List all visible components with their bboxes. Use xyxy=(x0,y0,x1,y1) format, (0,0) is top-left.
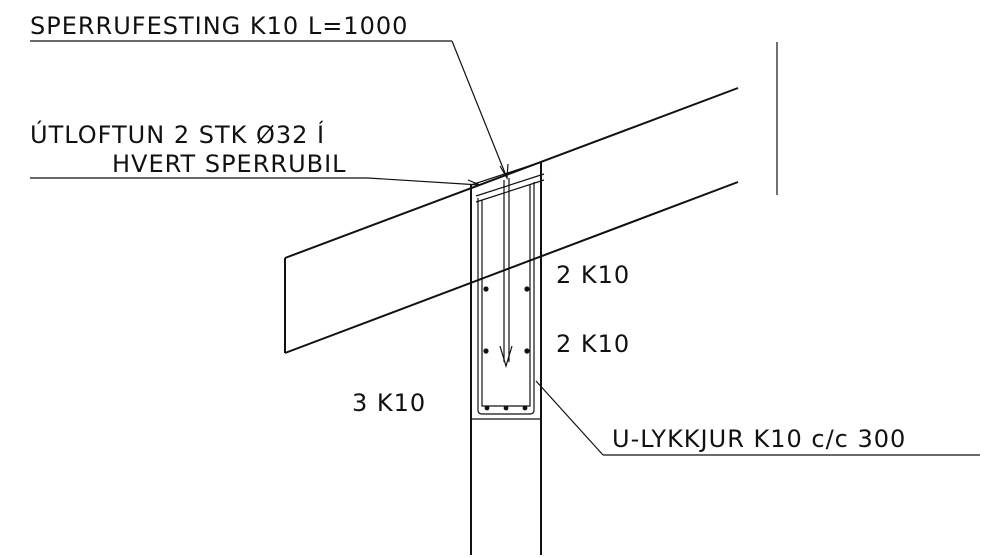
top-bars-label: 2 K10 xyxy=(556,261,630,289)
rebar-bottom-3 xyxy=(522,405,528,411)
leader-lines xyxy=(30,40,980,456)
stirrup-top-bar xyxy=(475,173,545,197)
rebar-mid-right xyxy=(524,348,530,354)
stirrup-top-bar-2 xyxy=(475,179,545,203)
rebar-dots xyxy=(483,286,530,411)
sperrufesting-arrow xyxy=(499,163,509,180)
utloftun-arrow xyxy=(467,179,482,190)
anchor-bar-hook xyxy=(499,345,513,369)
anchor-bar xyxy=(499,178,513,369)
stirrup-inner xyxy=(481,184,531,407)
rebar-bottom-1 xyxy=(484,405,490,411)
rafter xyxy=(284,87,739,354)
stirrups-label: U-LYKKJUR K10 c/c 300 xyxy=(612,425,906,453)
bottom-bars-label: 3 K10 xyxy=(352,389,426,417)
rafter-bottom-edge xyxy=(284,181,739,354)
column-section-top xyxy=(470,161,542,186)
mid-bars-label: 2 K10 xyxy=(556,330,630,358)
sperrufesting-leader xyxy=(451,40,508,179)
rebar-mid-left xyxy=(483,348,489,354)
rafter-top-edge xyxy=(284,87,739,259)
utloftun-leader xyxy=(367,177,481,186)
stirrup-outer xyxy=(477,182,535,415)
rebar-top-left xyxy=(483,286,489,292)
column xyxy=(470,161,542,555)
stirrup xyxy=(475,173,545,415)
sperrufesting-label: SPERRUFESTING K10 L=1000 xyxy=(30,12,408,40)
stirrups-leader xyxy=(535,380,604,456)
rebar-bottom-2 xyxy=(503,405,509,411)
utloftun-label-line1: ÚTLOFTUN 2 STK Ø32 Í xyxy=(30,119,325,149)
utloftun-label-line2: HVERT SPERRUBIL xyxy=(112,150,347,178)
rebar-top-right xyxy=(524,286,530,292)
